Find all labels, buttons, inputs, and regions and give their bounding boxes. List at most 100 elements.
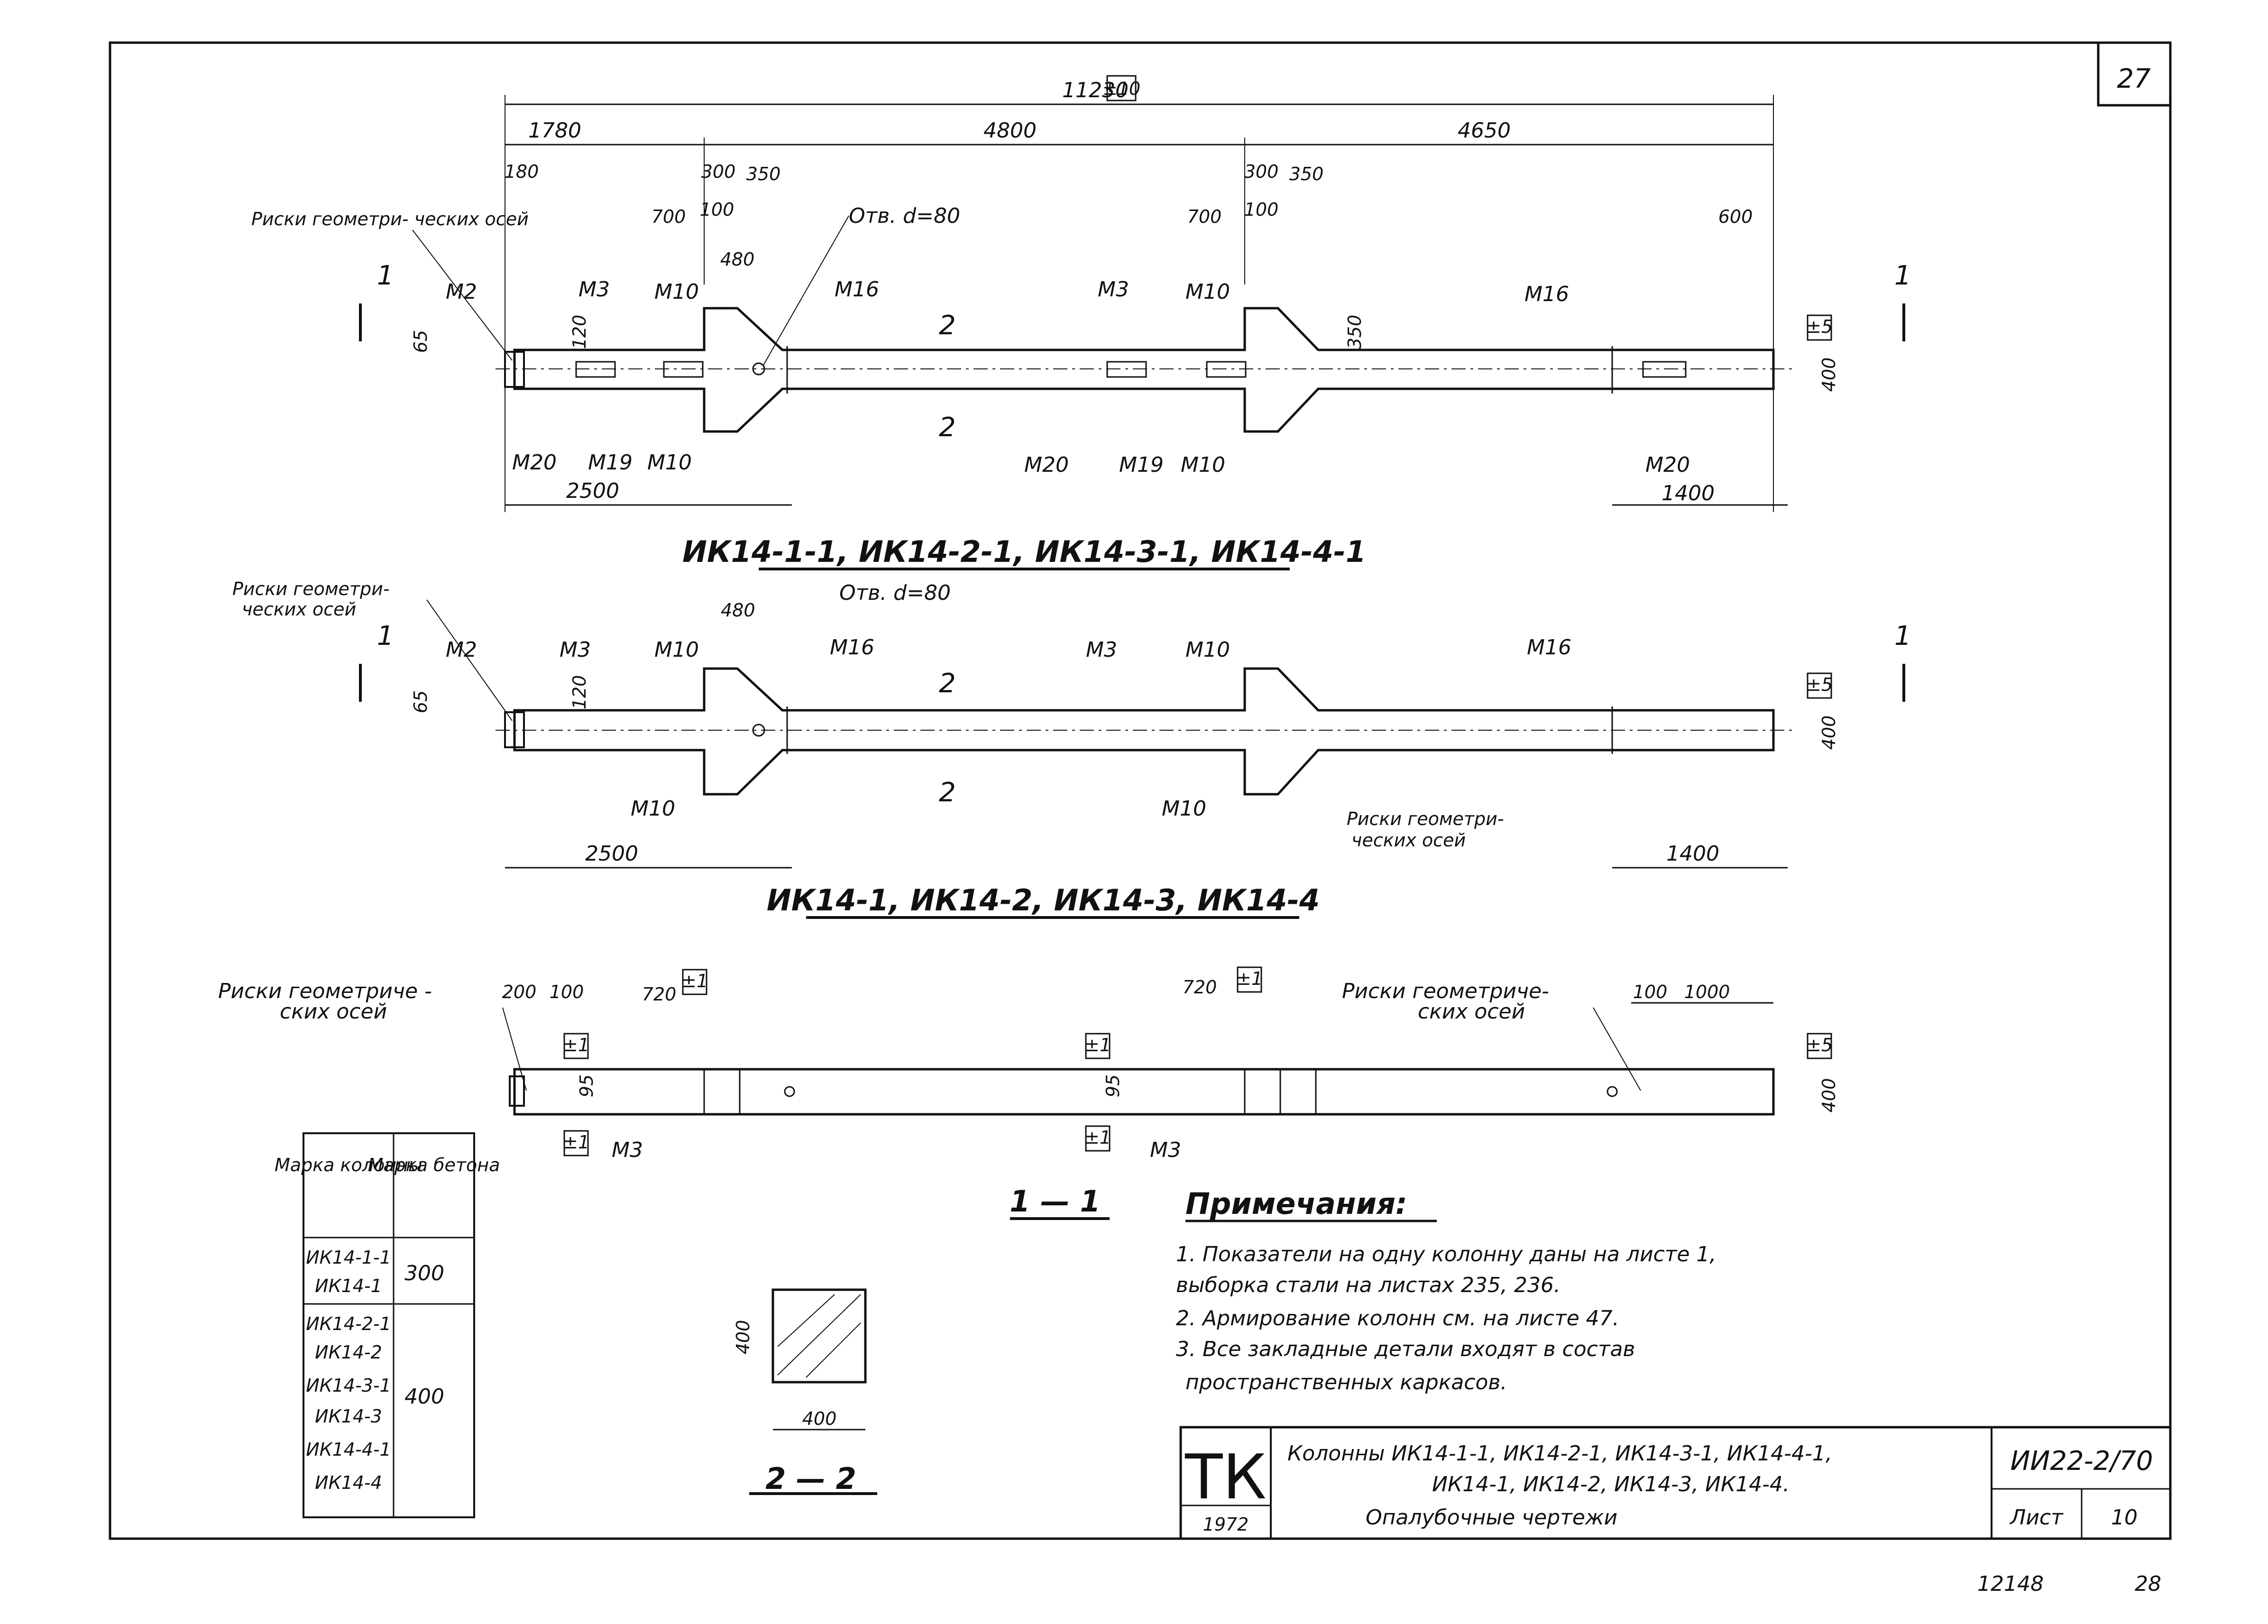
label-m19b: М19 <box>1119 453 1164 477</box>
drawing-frame <box>109 41 2172 1540</box>
label-m3-2b: М3 <box>1086 638 1117 662</box>
table-cell-r2-5: ИК14-4-1 <box>306 1439 391 1460</box>
dim-100: 100 <box>550 982 584 1002</box>
section22-width: 400 <box>802 1408 837 1429</box>
dim-overall: 11230 <box>1062 78 1129 102</box>
label-m3-3b: М3 <box>1150 1138 1181 1162</box>
dim-95a: 95 <box>576 1074 597 1097</box>
side-hole-b <box>1607 1086 1618 1097</box>
note-line-3: 2. Армирование колонн см. на листе 47. <box>1176 1306 1619 1330</box>
section-2-2: 400 400 2 — 2 <box>733 1288 877 1496</box>
tb-sheet-value: 10 <box>2111 1505 2138 1530</box>
sheet-number-box <box>2097 41 2172 107</box>
dim-720b: 720 <box>1183 977 1217 998</box>
label-m10b: М10 <box>1185 280 1230 304</box>
notes: Примечания: 1. Показатели на одну колонн… <box>1176 1186 1716 1395</box>
tol5-box-3 <box>1807 1033 1832 1059</box>
dim-overall-tol: ±10 <box>1102 78 1140 99</box>
dim-120-2: 120 <box>569 675 590 710</box>
axis-marks-2a: Риски геометри- <box>232 578 390 599</box>
table-frame <box>303 1132 475 1518</box>
sheet-number: 27 <box>2117 64 2151 94</box>
section-2-bottom: 2 <box>939 412 956 443</box>
tol1-a: ±1 <box>681 971 708 991</box>
tb-line2: ИК14-1, ИК14-2, ИК14-3, ИК14-4. <box>1432 1472 1790 1496</box>
section22-square <box>771 1288 867 1384</box>
axis-marks-3d: ских осей <box>1418 1000 1525 1024</box>
tb-year: 1972 <box>1203 1514 1249 1535</box>
tol1-d: ±1 <box>1084 1035 1111 1055</box>
tol1-box-e <box>563 1130 589 1156</box>
section-1-label-right: 1 <box>1894 260 1911 291</box>
dim-seg-3: 4650 <box>1458 119 1511 143</box>
dim-100b: 100 <box>1244 199 1279 220</box>
tk-logo: ТК <box>1185 1441 1267 1513</box>
label-m3b: М3 <box>1098 277 1129 302</box>
dim-2500-2: 2500 <box>585 842 638 866</box>
column-body-2 <box>513 667 1775 796</box>
dim-seg-2: 4800 <box>983 119 1037 143</box>
label-m10c: М10 <box>647 450 692 475</box>
label-m20a: М20 <box>512 450 557 475</box>
dim-120: 120 <box>569 315 590 349</box>
hole-label: Отв. d=80 <box>849 204 960 228</box>
note-line-1: 1. Показатели на одну колонну даны на ли… <box>1176 1242 1716 1266</box>
tol1-f: ±1 <box>1084 1127 1111 1148</box>
dim-600: 600 <box>1718 206 1753 227</box>
tol1-box-d <box>1085 1033 1111 1059</box>
dim-1400-2: 1400 <box>1666 842 1719 866</box>
section22-height: 400 <box>733 1320 753 1355</box>
table-header-2: Марка бетона <box>368 1155 500 1175</box>
label-m2: М2 <box>446 280 477 304</box>
dim-1400: 1400 <box>1662 481 1715 505</box>
table-cell-r2-6: ИК14-4 <box>315 1472 382 1493</box>
tb-line1: Колонны ИК14-1-1, ИК14-2-1, ИК14-3-1, ИК… <box>1287 1441 1832 1466</box>
footer-left: 12148 <box>1977 1572 2044 1596</box>
dim-480: 480 <box>720 249 755 270</box>
dim-100b: 100 <box>1633 982 1668 1002</box>
tol5-box-2 <box>1807 672 1832 699</box>
view1-caption: ИК14-1-1, ИК14-2-1, ИК14-3-1, ИК14-4-1 <box>682 534 1366 569</box>
column-body <box>513 307 1775 433</box>
dim-400: 400 <box>1818 358 1839 392</box>
tol5-3: ±5 <box>1806 1035 1833 1055</box>
column-side <box>513 1068 1775 1116</box>
note-line-5: пространственных каркасов. <box>1185 1370 1507 1395</box>
dim-480-2: 480 <box>721 600 755 621</box>
dim-180: 180 <box>505 161 539 182</box>
label-m10-2d: М10 <box>1162 797 1206 821</box>
axis-marks-label: Риски геометри- ческих осей <box>251 209 529 229</box>
table-grade-r2: 400 <box>404 1385 444 1409</box>
section22-caption: 2 — 2 <box>765 1461 856 1496</box>
label-m16-2a: М16 <box>830 635 874 660</box>
tol1-e: ±1 <box>563 1132 589 1153</box>
tb-line3: Опалубочные чертежи <box>1366 1505 1617 1530</box>
footer-right: 28 <box>2135 1572 2161 1596</box>
dim-400-3: 400 <box>1818 1078 1839 1113</box>
view2-caption: ИК14-1, ИК14-2, ИК14-3, ИК14-4 <box>767 883 1320 918</box>
dim-300b: 300 <box>1244 161 1279 182</box>
label-m2-2: М2 <box>446 638 477 662</box>
dim-1000: 1000 <box>1684 982 1730 1002</box>
tb-sheet-label: Лист <box>2009 1505 2064 1530</box>
axis-marks-3-leader <box>502 1007 527 1091</box>
side-hole-a <box>784 1086 795 1097</box>
table-cell-r2-3: ИК14-3-1 <box>306 1375 391 1396</box>
tol-box <box>1106 75 1137 101</box>
section-1-label-left-2: 1 <box>377 621 394 651</box>
hatch-c <box>806 1322 861 1378</box>
table-cell-r1-1: ИК14-1-1 <box>306 1247 391 1268</box>
label-m16a: М16 <box>835 277 879 302</box>
hatch-a <box>777 1294 861 1376</box>
axis-marks-2c: Риски геометри- <box>1347 808 1504 829</box>
table-cell-r1-2: ИК14-1 <box>315 1275 382 1296</box>
axis-marks-2b: ческих осей <box>242 599 356 620</box>
axis-marks-3c: Риски геометриче- <box>1342 979 1549 1003</box>
view3-column: Риски геометриче - ских осей Риски геоме… <box>218 966 1839 1220</box>
section-2-top: 2 <box>939 310 956 341</box>
dim-350v: 350 <box>1344 315 1365 349</box>
axis-marks-2-leader <box>426 599 513 721</box>
dim-seg-1: 1780 <box>528 119 581 143</box>
hatch-b <box>777 1294 835 1347</box>
hole-leader <box>763 215 849 366</box>
